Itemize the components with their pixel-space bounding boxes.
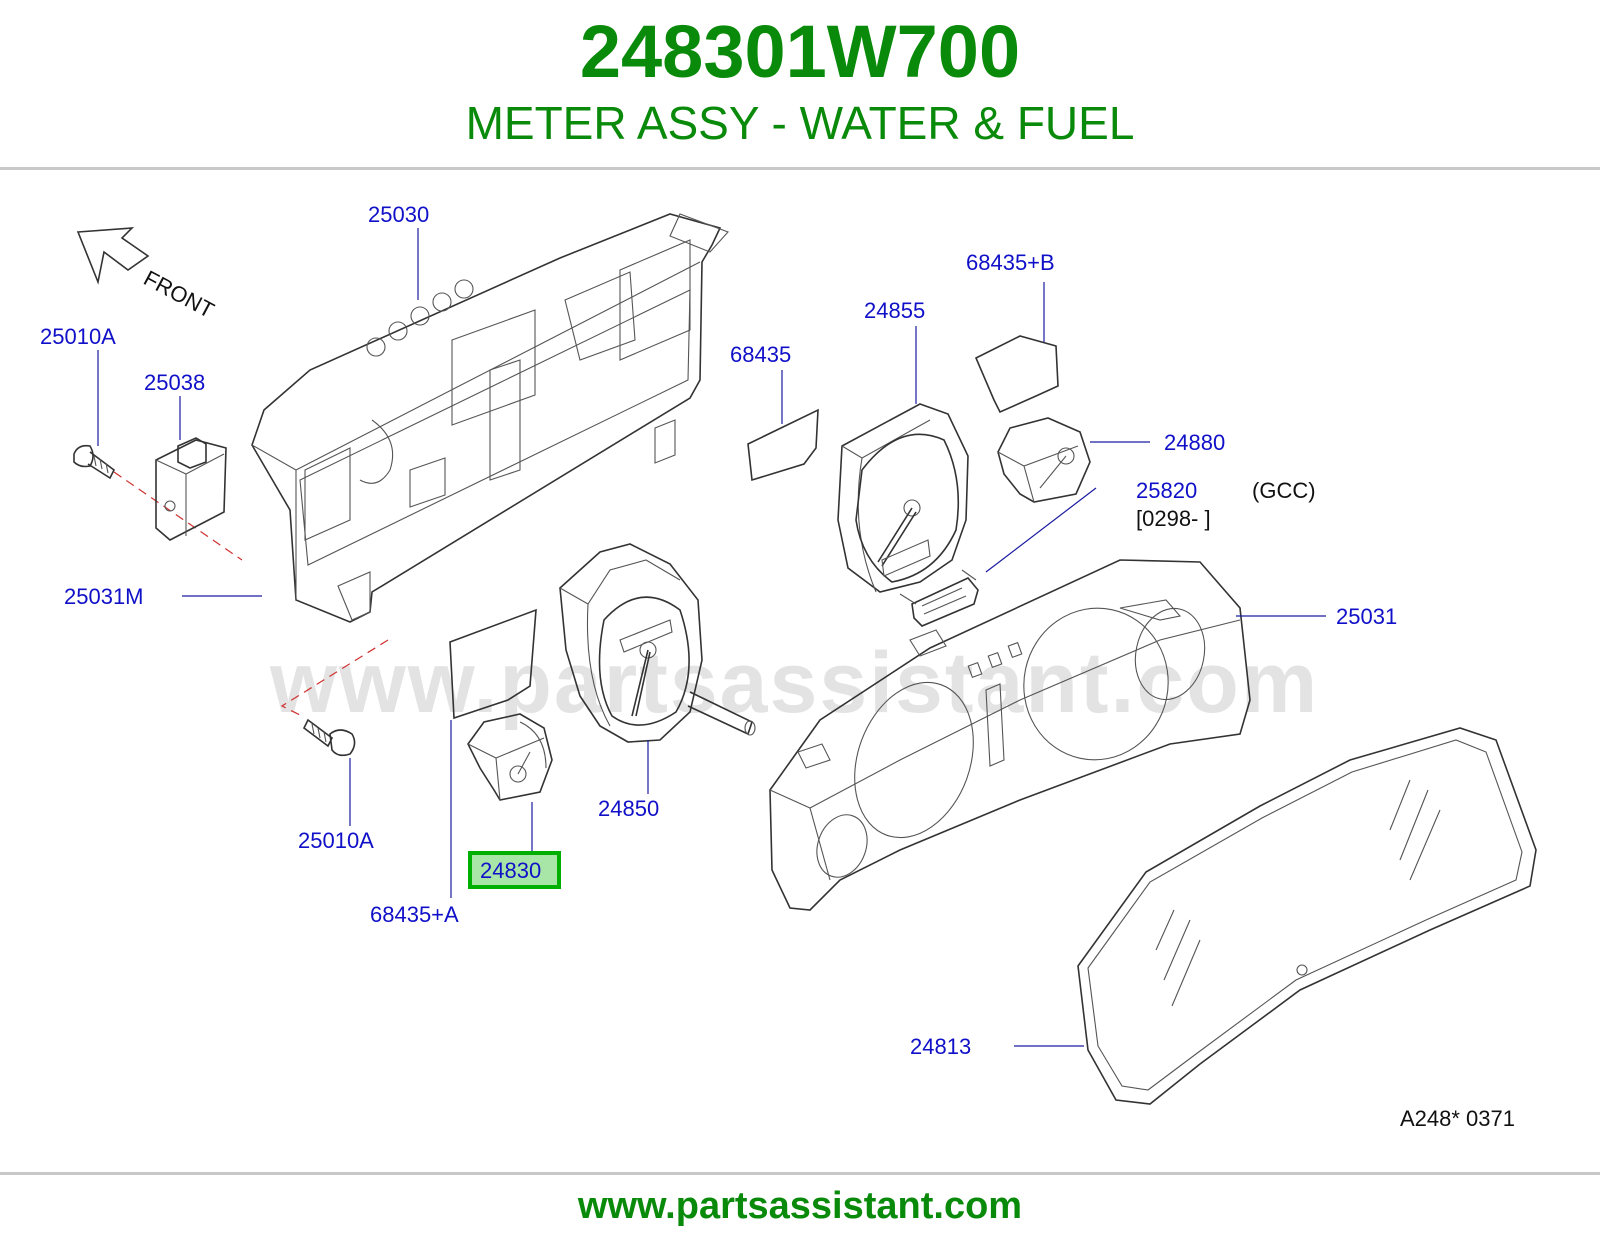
part-number-title: 248301W700 [579,10,1021,93]
callout-24813[interactable]: 24813 [910,1034,971,1059]
film-part[interactable] [747,408,819,482]
callout-25010a-top[interactable]: 25010A [40,324,116,349]
exploded-parts-diagram: www.partsassistant.com FRONT 25030 25010… [0,170,1600,1170]
callout-24850[interactable]: 24850 [598,796,659,821]
top-divider [0,167,1600,170]
callout-25820[interactable]: 25820 [1136,478,1197,503]
water-fuel-gauge-part[interactable] [467,713,553,801]
callout-25031[interactable]: 25031 [1336,604,1397,629]
film-b-part[interactable] [974,335,1059,414]
alignment-line-bottom [280,639,389,717]
screw-top-part[interactable] [73,444,116,480]
callout-25010a-bottom[interactable]: 25010A [298,828,374,853]
small-gauge-part[interactable] [997,417,1091,503]
screw-bottom-part[interactable] [302,718,356,757]
alignment-line-top [113,471,243,561]
leader-25820 [985,487,1097,573]
callout-25038[interactable]: 25038 [144,370,205,395]
date-range-note: [0298- ] [1136,506,1211,531]
callout-25031m[interactable]: 25031M [64,584,144,609]
bracket-part[interactable] [155,437,227,541]
callout-24830[interactable]: 24830 [480,858,541,883]
callout-68435[interactable]: 68435 [730,342,791,367]
meter-cluster-housing-part[interactable] [769,559,1251,911]
part-description: METER ASSY - WATER & FUEL [465,97,1135,149]
tachometer-part[interactable] [837,403,969,593]
diagram-canvas: www.partsassistant.com FRONT 25030 25010… [40,202,1537,1131]
callout-25030[interactable]: 25030 [368,202,429,227]
glass-cover-part[interactable] [1077,727,1537,1105]
highlighted-part-box [468,851,561,889]
front-label: FRONT [140,265,219,323]
page-header: 248301W700 METER ASSY - WATER & FUEL [0,0,1600,168]
callout-68435b[interactable]: 68435+B [966,250,1055,275]
callout-24880[interactable]: 24880 [1164,430,1225,455]
footer-website-link[interactable]: www.partsassistant.com [577,1185,1023,1227]
watermark-text: www.partsassistant.com [269,635,1319,731]
meter-housing-back-part[interactable] [251,213,729,623]
speedometer-part[interactable] [559,543,756,743]
bottom-divider [0,1172,1600,1175]
front-arrow-icon [76,227,150,285]
film-a-part[interactable] [449,608,537,720]
connector-part[interactable] [899,569,979,627]
callout-24855[interactable]: 24855 [864,298,925,323]
gcc-note: (GCC) [1252,478,1316,503]
diagram-reference-code: A248* 0371 [1400,1106,1515,1131]
callout-68435a[interactable]: 68435+A [370,902,459,927]
